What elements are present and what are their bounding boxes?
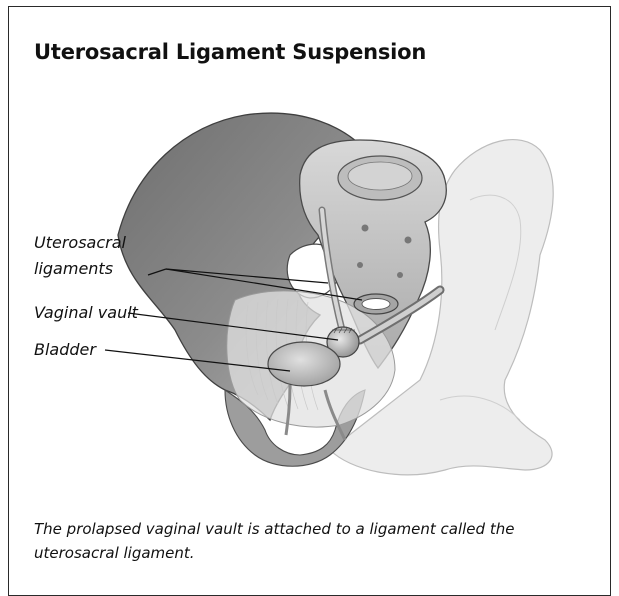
figure-caption: The prolapsed vaginal vault is attached … [34, 517, 594, 565]
pelvis-illustration [0, 0, 619, 577]
bladder [268, 342, 340, 386]
label-vaginal-vault: Vaginal vault [34, 303, 138, 322]
label-uterosacral-line1: Uterosacral [34, 233, 126, 252]
label-uterosacral-line2: ligaments [34, 259, 113, 278]
label-bladder: Bladder [34, 340, 96, 359]
